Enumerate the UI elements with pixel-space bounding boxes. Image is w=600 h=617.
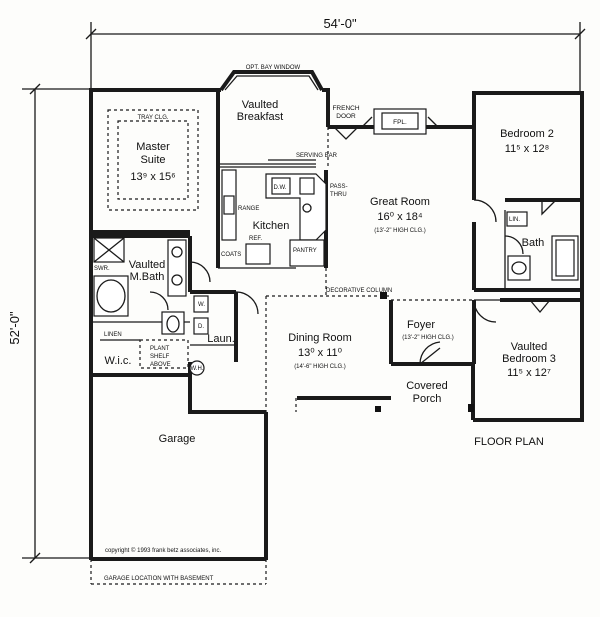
bedroom2-label: Bedroom 2 [500,128,554,140]
room-labels: Vaulted Breakfast Master Suite 13⁹ x 15⁶… [105,99,556,445]
dryer-label: D. [198,324,204,330]
breakfast-label-2: Breakfast [237,111,283,123]
tray-ceiling: TRAY CLG. [107,109,199,211]
bedroom3-label-2: Bedroom 3 [502,353,556,365]
mbath-label-2: M.Bath [130,271,165,283]
ref-label: REF. [249,236,262,242]
range-label: RANGE [238,206,259,212]
fireplace: FPL. [361,108,439,135]
plant-shelf-label-3: ABOVE [150,362,171,368]
width-dimension: 54'-0" [85,16,586,95]
french-door-label-2: DOOR [336,113,356,120]
great-room-size: 16⁰ x 18⁴ [377,211,422,223]
dw-label: D.W. [274,185,287,191]
porch-column [375,406,381,412]
dining-room-size: 13⁰ x 11⁰ [298,347,343,359]
depth-label: 52'-0" [7,311,22,345]
plant-shelf-label-1: PLANT [150,346,170,352]
porch-label-2: Porch [413,393,442,405]
decorative-column [380,292,387,299]
coats-label: COATS [221,252,241,258]
master-suite-label-2: Suite [140,154,165,166]
plant-shelf-label-2: SHELF [150,354,170,360]
breakfast-label-1: Vaulted [242,99,279,111]
washer-label: W. [198,302,205,308]
pass-thru-label-2: THRU [330,192,347,198]
dining-room-label: Dining Room [288,332,352,344]
pass-thru-label-1: PASS- [330,184,348,190]
french-door-label-1: FRENCH [332,105,359,112]
bath-fixtures: LIN. [506,211,579,281]
opt-bay-window-label: OPT. BAY WINDOW [246,65,301,71]
wh-label: W.H. [191,366,204,372]
kitchen-fixtures: D.W. SERVING BAR PASS- THRU RANGE REF. C… [221,153,348,267]
pantry-label: PANTRY [293,248,317,254]
garage-location-note: GARAGE LOCATION WITH BASEMENT [104,576,214,582]
bedroom3-size: 11⁵ x 12⁷ [507,367,551,379]
french-door: FRENCH DOOR [332,105,360,140]
lin-label: LIN. [509,217,520,223]
dining-room-ceiling: (14'-6" HIGH CLG.) [294,364,346,370]
wic-label: W.i.c. [105,355,132,367]
kitchen-label: Kitchen [253,220,290,232]
door-swings [149,199,557,365]
copyright-text: copyright © 1993 frank betz associates, … [105,547,221,554]
mbath-label-1: Vaulted [129,259,166,271]
porch-label-1: Covered [406,380,448,392]
open-dividers [90,127,474,585]
great-room-ceiling: (13'-2" HIGH CLG.) [374,228,426,234]
bay-window: OPT. BAY WINDOW [219,65,324,92]
width-label: 54'-0" [323,16,357,31]
bedroom2-size: 11⁵ x 12⁸ [505,143,549,155]
porch-post [468,404,474,412]
great-room-label: Great Room [370,196,430,208]
floor-plan-title: FLOOR PLAN [474,436,544,448]
laundry-label: Laun. [207,333,235,345]
foyer-label: Foyer [407,319,435,331]
bedroom3-label-1: Vaulted [511,341,548,353]
fpl-label: FPL. [393,119,407,126]
decorative-column-label: DECORATIVE COLUMN [326,288,392,294]
master-suite-size: 13⁹ x 15⁶ [130,171,175,183]
laundry-fixtures: W. D. [193,295,209,335]
foyer-ceiling: (13'-2" HIGH CLG.) [402,335,454,341]
mbath-fixtures: SWR. LINEN [93,237,187,341]
garage-label: Garage [159,433,196,445]
bath-label: Bath [522,237,545,249]
master-suite-label-1: Master [136,141,170,153]
swr-label: SWR. [94,266,110,272]
tray-clg-label: TRAY CLG. [137,115,168,121]
depth-dimension: 52'-0" [7,83,92,564]
linen-label: LINEN [104,332,122,338]
wic-area: PLANT SHELF ABOVE W.H. [139,339,205,376]
serving-bar-label: SERVING BAR [296,153,338,159]
